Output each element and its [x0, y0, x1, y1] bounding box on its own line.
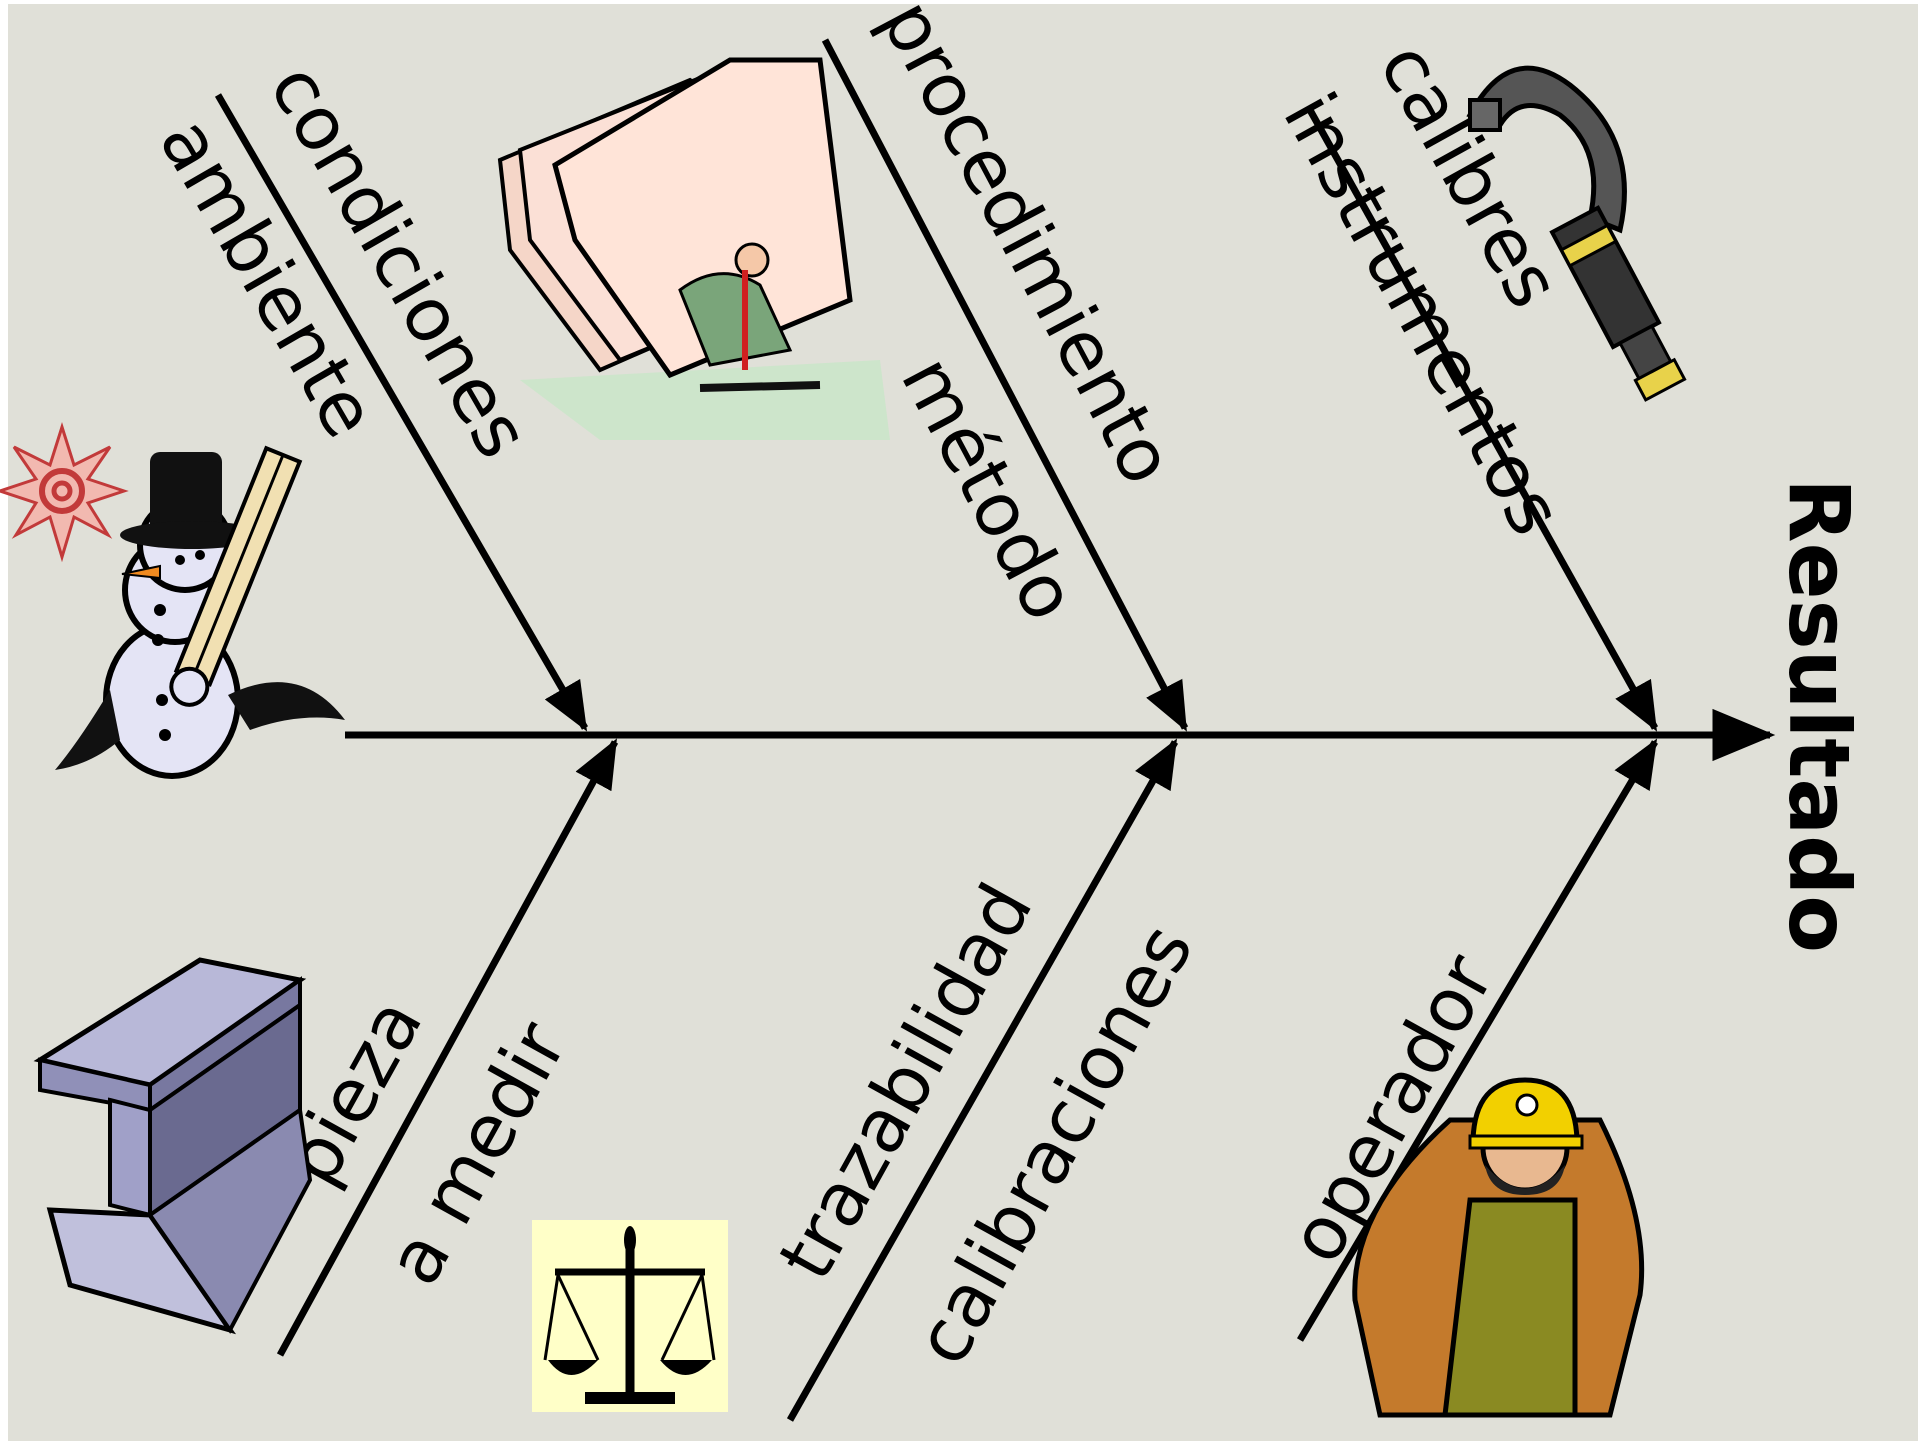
bone-top-3: [1306, 108, 1659, 732]
effect-label: Resultado: [1770, 478, 1868, 953]
bone-bottom-1: [276, 738, 619, 1357]
balance-scale-icon: [532, 1220, 728, 1412]
bone-bottom-3: [1296, 738, 1659, 1342]
bone-top-2: [821, 38, 1189, 732]
micrometer-icon: [1466, 65, 1687, 402]
bone-bottom-2: [786, 738, 1179, 1422]
worker-icon: [1352, 1077, 1645, 1418]
documents-person-icon: [497, 57, 890, 440]
snowman-thermometer-icon: [0, 422, 345, 779]
bone-top-1: [214, 93, 589, 732]
steel-beam-icon: [33, 957, 313, 1335]
